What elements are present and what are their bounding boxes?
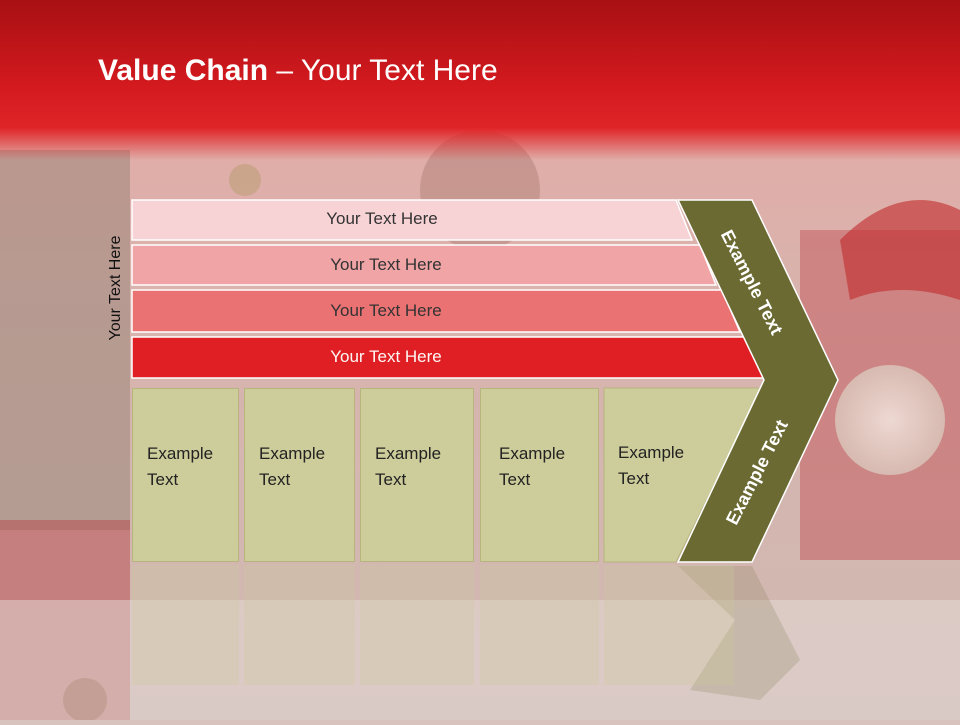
box-4-line-1: Example — [499, 444, 566, 463]
box-1-line-1: Example — [147, 444, 214, 463]
title-rest: – Your Text Here — [268, 54, 498, 87]
bar-2: Your Text Here — [132, 246, 700, 284]
box-2-line-1: Example — [259, 444, 326, 463]
activity-box-1: Example Text — [132, 388, 239, 562]
bar-2-label: Your Text Here — [330, 255, 442, 274]
bar-3-label: Your Text Here — [330, 301, 442, 320]
activity-box-2: Example Text — [244, 388, 355, 562]
title-bold: Value Chain — [98, 54, 269, 87]
box-5-line-2: Text — [618, 469, 650, 488]
box-5-line-1: Example — [618, 443, 685, 462]
box-2-line-2: Text — [259, 470, 291, 489]
bar-1: Your Text Here — [132, 200, 692, 238]
chevron-arrow — [676, 199, 839, 563]
box-3-line-1: Example — [375, 444, 442, 463]
bar-4-label: Your Text Here — [330, 347, 442, 366]
box-3-line-2: Text — [375, 470, 407, 489]
bar-3: Your Text Here — [132, 292, 700, 330]
box-4-line-2: Text — [499, 470, 531, 489]
bar-shape-2 — [131, 244, 718, 286]
bar-4: Your Text Here — [132, 338, 700, 376]
last-box-shape — [603, 387, 763, 563]
boxes-reflection — [132, 565, 762, 685]
activity-box-4: Example Text — [480, 388, 599, 562]
bar-shape-1 — [131, 199, 694, 241]
box-1-line-2: Text — [147, 470, 179, 489]
bar-shape-3 — [131, 289, 742, 333]
activity-box-3: Example Text — [360, 388, 474, 562]
chevron-reflection — [678, 566, 800, 700]
slide-title: Value Chain – Your Text Here — [98, 54, 498, 88]
bar-1-label: Your Text Here — [326, 209, 438, 228]
activity-box-5: Example Text — [604, 388, 704, 562]
title-banner — [0, 0, 960, 160]
